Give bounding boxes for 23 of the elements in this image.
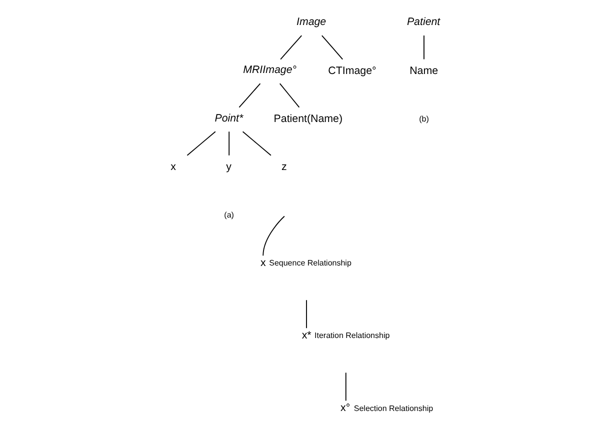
connector [186, 131, 216, 156]
connector [278, 83, 300, 108]
connector [423, 35, 424, 60]
node-text: z [280, 161, 286, 173]
connector [228, 131, 230, 156]
node-text: x* [301, 330, 311, 342]
connector [242, 131, 271, 156]
node-text: Name [409, 64, 438, 77]
node-text: MRIImage° [242, 64, 296, 76]
connector [344, 372, 346, 402]
connector [238, 83, 260, 108]
node-text: x° [340, 402, 350, 414]
node-text: y [226, 161, 231, 173]
node-text: Patient(Name) [273, 112, 342, 125]
node-text: CTImage° [328, 64, 376, 77]
node-text: Patient [406, 16, 440, 28]
node-text: Image [296, 16, 326, 28]
node-text: x [260, 257, 266, 270]
connector [320, 35, 343, 60]
node-text: x [170, 161, 176, 173]
connector [262, 216, 284, 256]
node-text: Point* [214, 112, 243, 124]
connector [280, 35, 302, 60]
